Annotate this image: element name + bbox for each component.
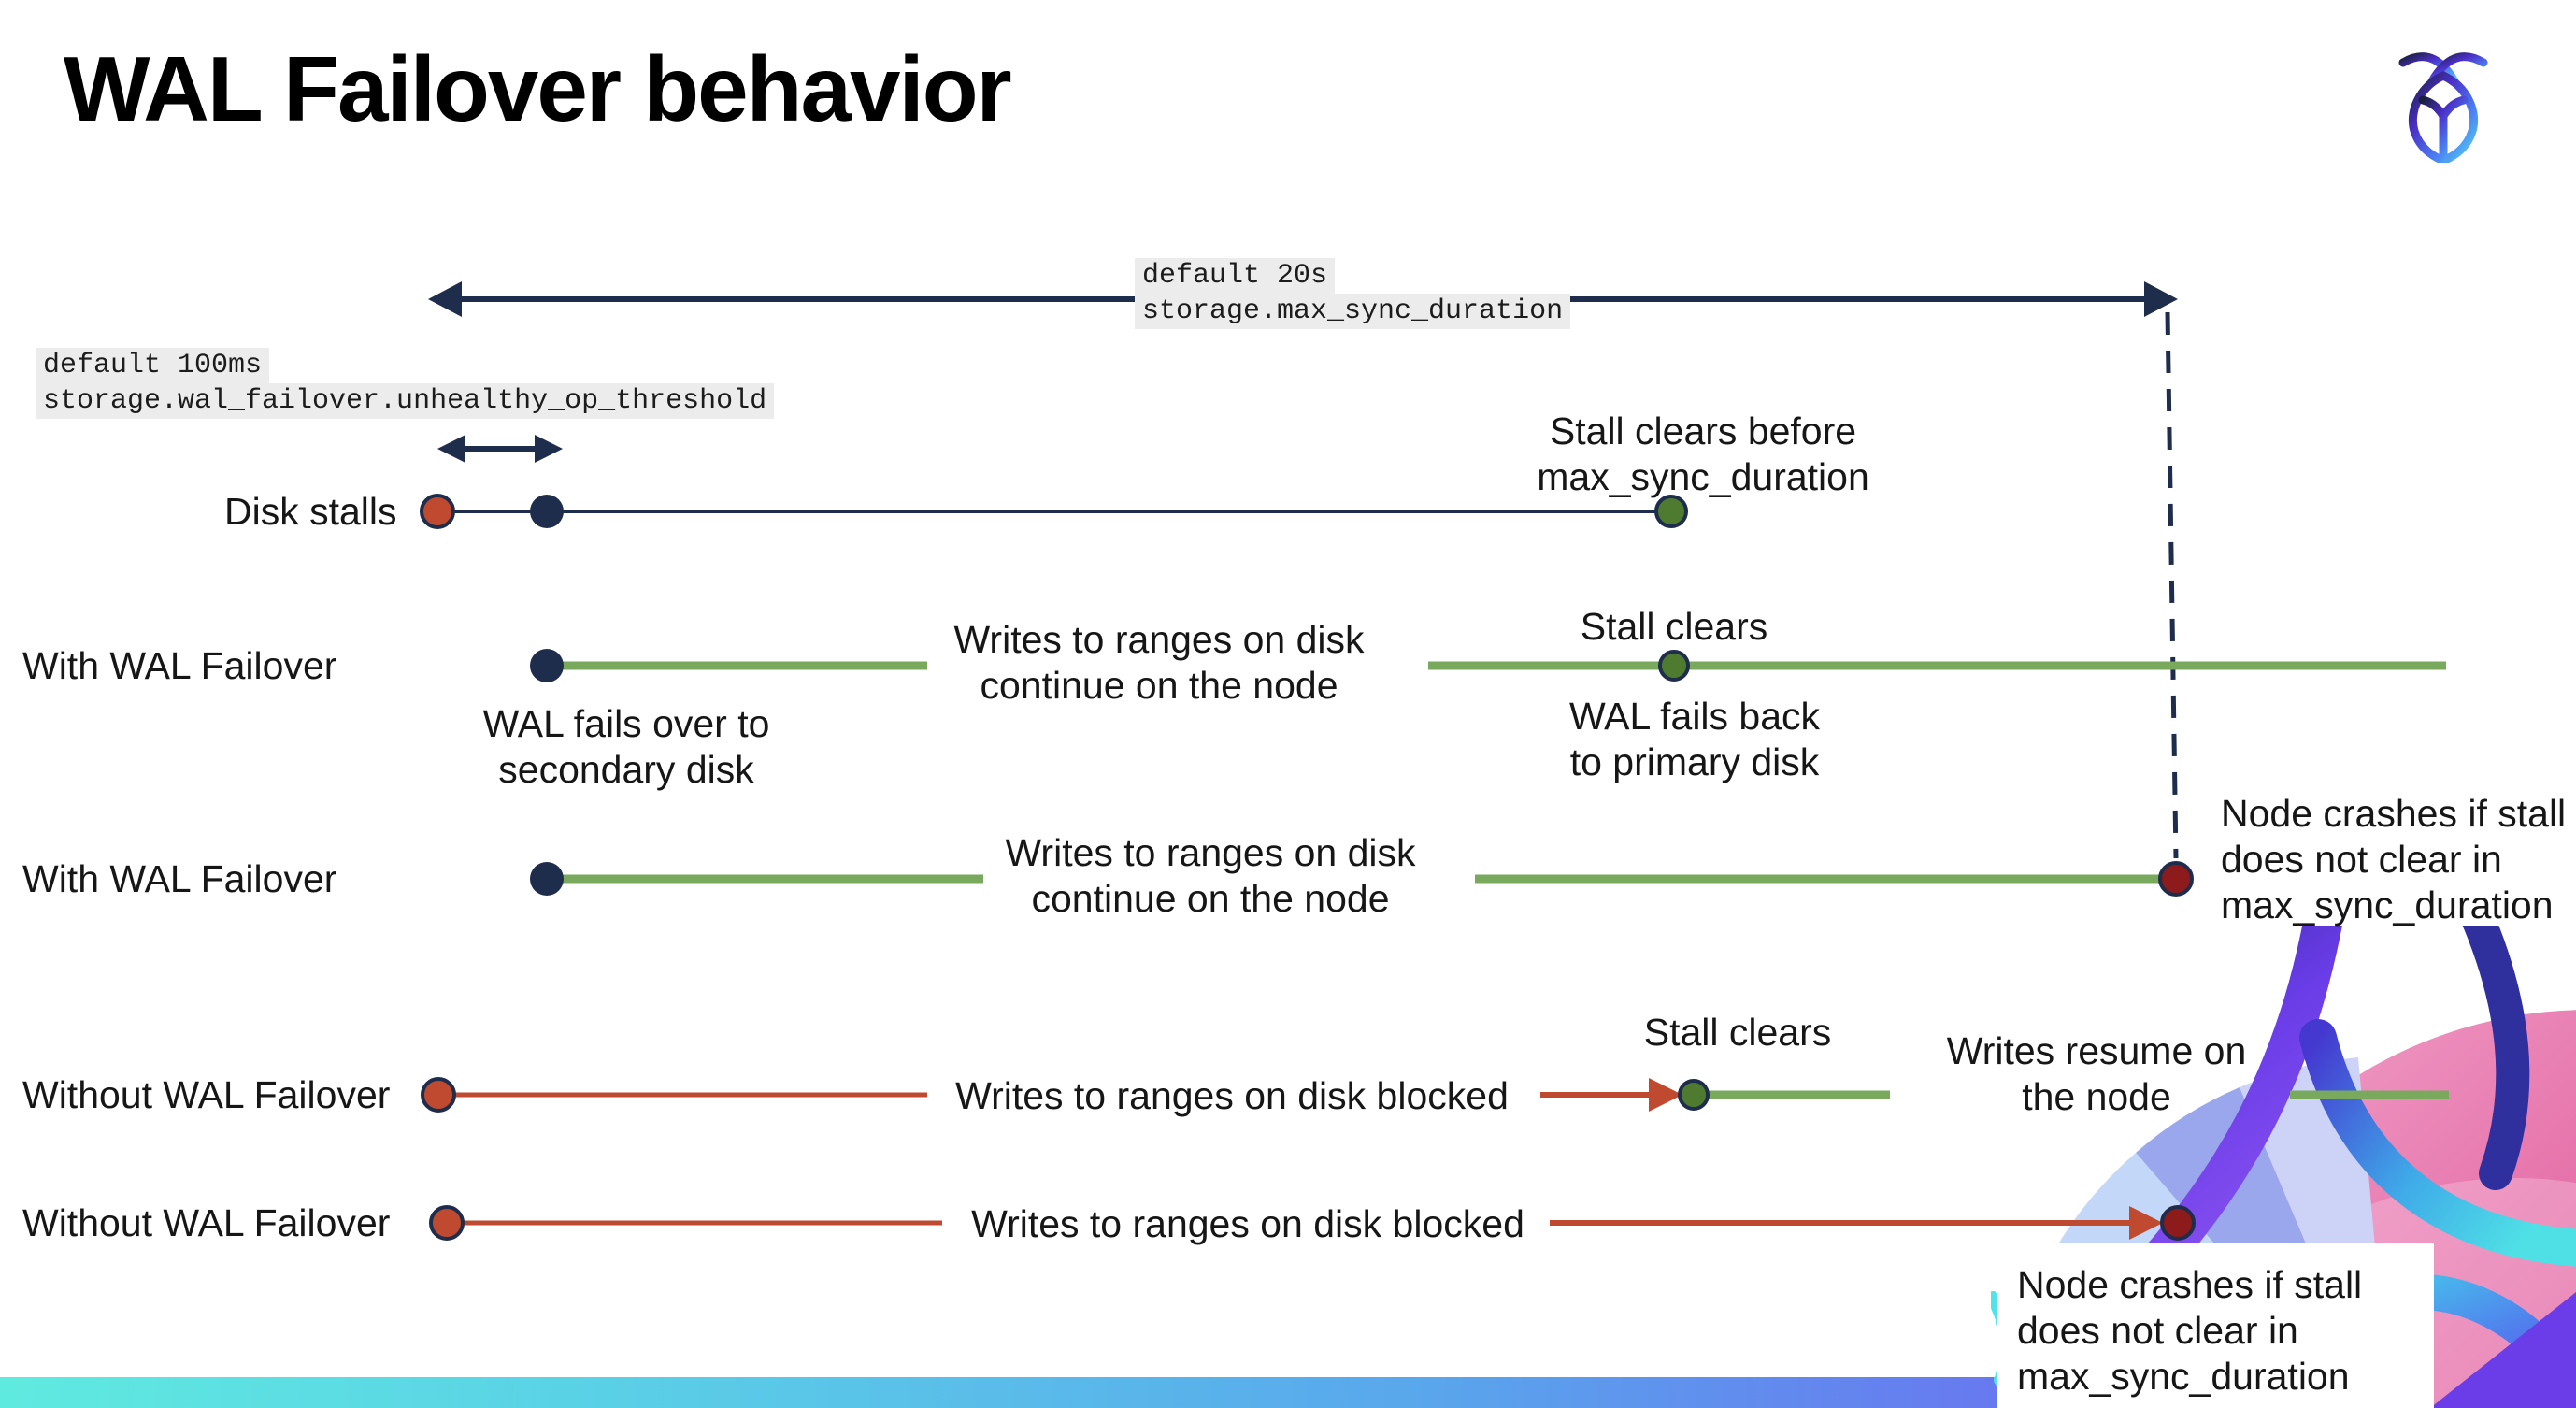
failover-dot — [530, 862, 564, 896]
max-sync-deadline-dashed-line — [2165, 311, 2179, 859]
crash-note-box — [1997, 1243, 2434, 1408]
row-label-without-wal-2: Without WAL Failover — [22, 1201, 391, 1244]
unhealthy-op-threshold-callout: default 100ms storage.wal_failover.unhea… — [36, 348, 775, 419]
stall-clears-dot — [1654, 495, 1688, 528]
annotation-writes-blocked-1: Writes to ranges on disk blocked — [955, 1074, 1509, 1117]
stall-start-dot — [420, 494, 455, 529]
max-sync-duration-callout: default 20s storage.max_sync_duration — [1135, 258, 1571, 329]
annotation-writes-resume: Writes resume on the node — [1946, 1029, 2247, 1118]
max-sync-setting-name: storage.max_sync_duration — [1135, 294, 1571, 329]
stall-clears-dot — [1658, 650, 1690, 682]
decor-corner-fill — [2430, 1292, 2576, 1408]
annotation-wal-fails-back: WAL fails back to primary disk — [1568, 695, 1821, 783]
annotation-stall-clears-1: Stall clears — [1580, 605, 1768, 648]
annotation-writes-continue-1: Writes to ranges on disk continue on the… — [953, 618, 1365, 707]
annotation-stall-clears-2: Stall clears — [1643, 1011, 1832, 1054]
failover-dot — [530, 649, 564, 682]
stall-start-dot — [421, 1077, 456, 1113]
node-crash-dot — [2160, 1205, 2196, 1241]
node-crash-dot — [2158, 861, 2194, 897]
unhealthy-default-label: default 100ms — [36, 348, 270, 383]
row-without-wal-1-timeline — [421, 1077, 2449, 1113]
annotation-writes-continue-2: Writes to ranges on disk continue on the… — [1005, 831, 1416, 920]
annotation-node-crashes-2: Node crashes if stall does not clear in … — [2017, 1263, 2363, 1398]
row-label-disk-stalls: Disk stalls — [224, 490, 397, 533]
unhealthy-setting-name: storage.wal_failover.unhealthy_op_thresh… — [36, 383, 775, 419]
max-sync-default-label: default 20s — [1135, 258, 1336, 294]
annotation-stall-clears-before: Stall clears before max_sync_duration — [1537, 409, 1869, 498]
row-label-with-wal-2: With WAL Failover — [22, 857, 337, 900]
stall-clears-dot — [1678, 1079, 1710, 1111]
annotation-node-crashes-1: Node crashes if stall does not clear in … — [2221, 792, 2567, 927]
page-title: WAL Failover behavior — [64, 37, 1012, 140]
row-label-without-wal-1: Without WAL Failover — [22, 1073, 391, 1116]
decor-leg-bar — [2462, 926, 2530, 1190]
row-with-wal-1-timeline — [530, 649, 2446, 682]
annotation-wal-fails-over: WAL fails over to secondary disk — [482, 702, 770, 791]
stall-start-dot — [429, 1205, 465, 1241]
row-disk-stalls-timeline — [420, 494, 1688, 529]
row-without-wal-2-timeline — [429, 1205, 2196, 1241]
cockroachdb-logo-icon — [2398, 52, 2488, 163]
decor-leg-arc-right — [2299, 1019, 2576, 1267]
row-with-wal-2-timeline — [530, 861, 2194, 897]
threshold-dot — [530, 495, 564, 528]
row-label-with-wal-1: With WAL Failover — [22, 644, 337, 687]
annotation-writes-blocked-2: Writes to ranges on disk blocked — [971, 1202, 1524, 1245]
unhealthy-op-threshold-arrow — [437, 435, 563, 463]
